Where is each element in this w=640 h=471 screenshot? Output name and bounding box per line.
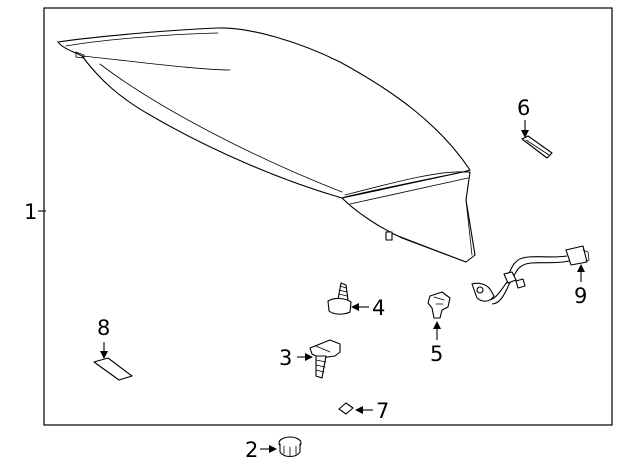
callout-9: 9 <box>574 284 587 308</box>
part-9-wire-harness <box>471 245 590 305</box>
part-4-clip <box>327 282 352 315</box>
part-2-nut <box>278 436 302 458</box>
spoiler-part <box>57 27 476 263</box>
part-5-clip <box>427 291 451 319</box>
part-7-pad <box>338 402 354 415</box>
callout-1: 1 <box>24 200 37 224</box>
callout-7: 7 <box>376 399 389 423</box>
leader-lines <box>38 120 585 453</box>
diagram-frame <box>43 7 613 426</box>
callout-2: 2 <box>245 438 258 462</box>
callout-6: 6 <box>517 96 530 120</box>
callout-5: 5 <box>430 342 443 366</box>
part-8-tape <box>93 357 133 381</box>
callout-3: 3 <box>279 346 292 370</box>
callout-4: 4 <box>372 296 385 320</box>
callout-8: 8 <box>97 316 110 340</box>
callout-labels: 1 2 3 4 5 6 7 8 9 <box>24 96 587 462</box>
part-6-pad <box>521 135 553 159</box>
part-3-screw <box>309 339 341 379</box>
